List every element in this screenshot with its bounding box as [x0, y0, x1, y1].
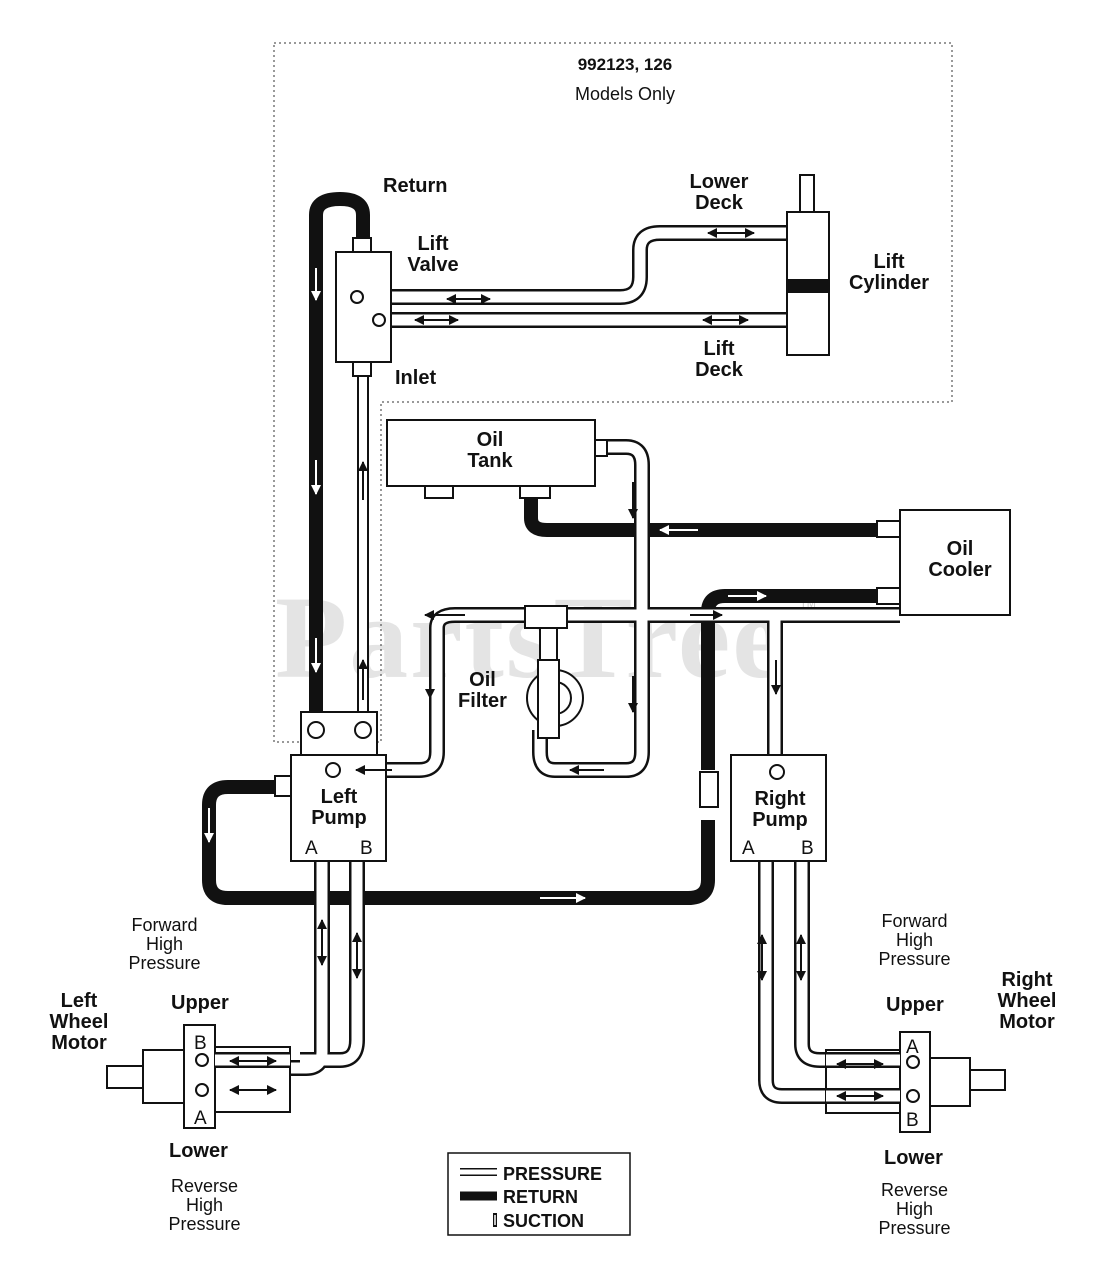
- legend-return: RETURN: [503, 1187, 578, 1207]
- label-oil-filter: Oil Filter: [458, 669, 507, 712]
- label-lower-deck: Lower Deck: [689, 171, 749, 214]
- lift-valve-block: [335, 251, 392, 363]
- legend-pressure: PRESSURE: [503, 1164, 602, 1184]
- label-forward-high-pressure-right: Forward High Pressure: [878, 911, 951, 969]
- label-forward-high-pressure-left: Forward High Pressure: [128, 915, 201, 973]
- models-only-boundary: [273, 42, 953, 743]
- left-pump-port-b: B: [360, 838, 373, 859]
- left-motor-port-bottom: A: [194, 1108, 207, 1129]
- return-line-lift-valve: [309, 192, 370, 730]
- label-reverse-high-pressure-right: Reverse High Pressure: [878, 1180, 951, 1238]
- left-pump-port-a: A: [305, 838, 318, 859]
- legend-suction: SUCTION: [503, 1211, 584, 1231]
- label-upper-right: Upper: [886, 994, 944, 1016]
- models-note-line2: Models Only: [574, 84, 676, 104]
- pressure-lines: [202, 225, 900, 1104]
- label-right-wheel-motor: Right Wheel Motor: [997, 969, 1057, 1033]
- oil-tank: [386, 419, 596, 487]
- label-right-pump: Right Pump: [752, 788, 808, 831]
- return-lines: [202, 192, 877, 905]
- label-lift-deck: Lift Deck: [695, 338, 743, 381]
- label-reverse-high-pressure-left: Reverse High Pressure: [168, 1176, 241, 1234]
- label-oil-tank: Oil Tank: [467, 429, 513, 472]
- left-motor-port-top: B: [194, 1033, 207, 1054]
- right-motor-port-bottom: B: [906, 1110, 919, 1131]
- label-inlet: Inlet: [395, 367, 437, 389]
- label-lower-left: Lower: [169, 1140, 228, 1162]
- models-note-line1: 992123, 126: [577, 55, 673, 74]
- label-lift-valve: Lift Valve: [407, 233, 459, 276]
- label-lift-cylinder: Lift Cylinder: [848, 251, 930, 294]
- label-left-wheel-motor: Left Wheel Motor: [49, 990, 109, 1054]
- left-wheel-motor: [183, 1024, 216, 1129]
- right-pump-port-a: A: [742, 838, 755, 859]
- label-oil-cooler: Oil Cooler: [928, 538, 992, 581]
- label-lower-right: Lower: [884, 1147, 943, 1169]
- label-upper-left: Upper: [171, 992, 229, 1014]
- right-pump-port-b: B: [801, 838, 814, 859]
- right-motor-port-top: A: [906, 1037, 919, 1058]
- label-return: Return: [383, 175, 448, 197]
- return-line-pump-loop: [202, 780, 715, 905]
- legend: PRESSURE RETURN SUCTION: [447, 1152, 631, 1236]
- oil-cooler: [899, 509, 1011, 616]
- return-line-cooler-tank: [524, 497, 877, 537]
- label-left-pump: Left Pump: [311, 786, 367, 829]
- flow-arrows: [229, 228, 884, 1101]
